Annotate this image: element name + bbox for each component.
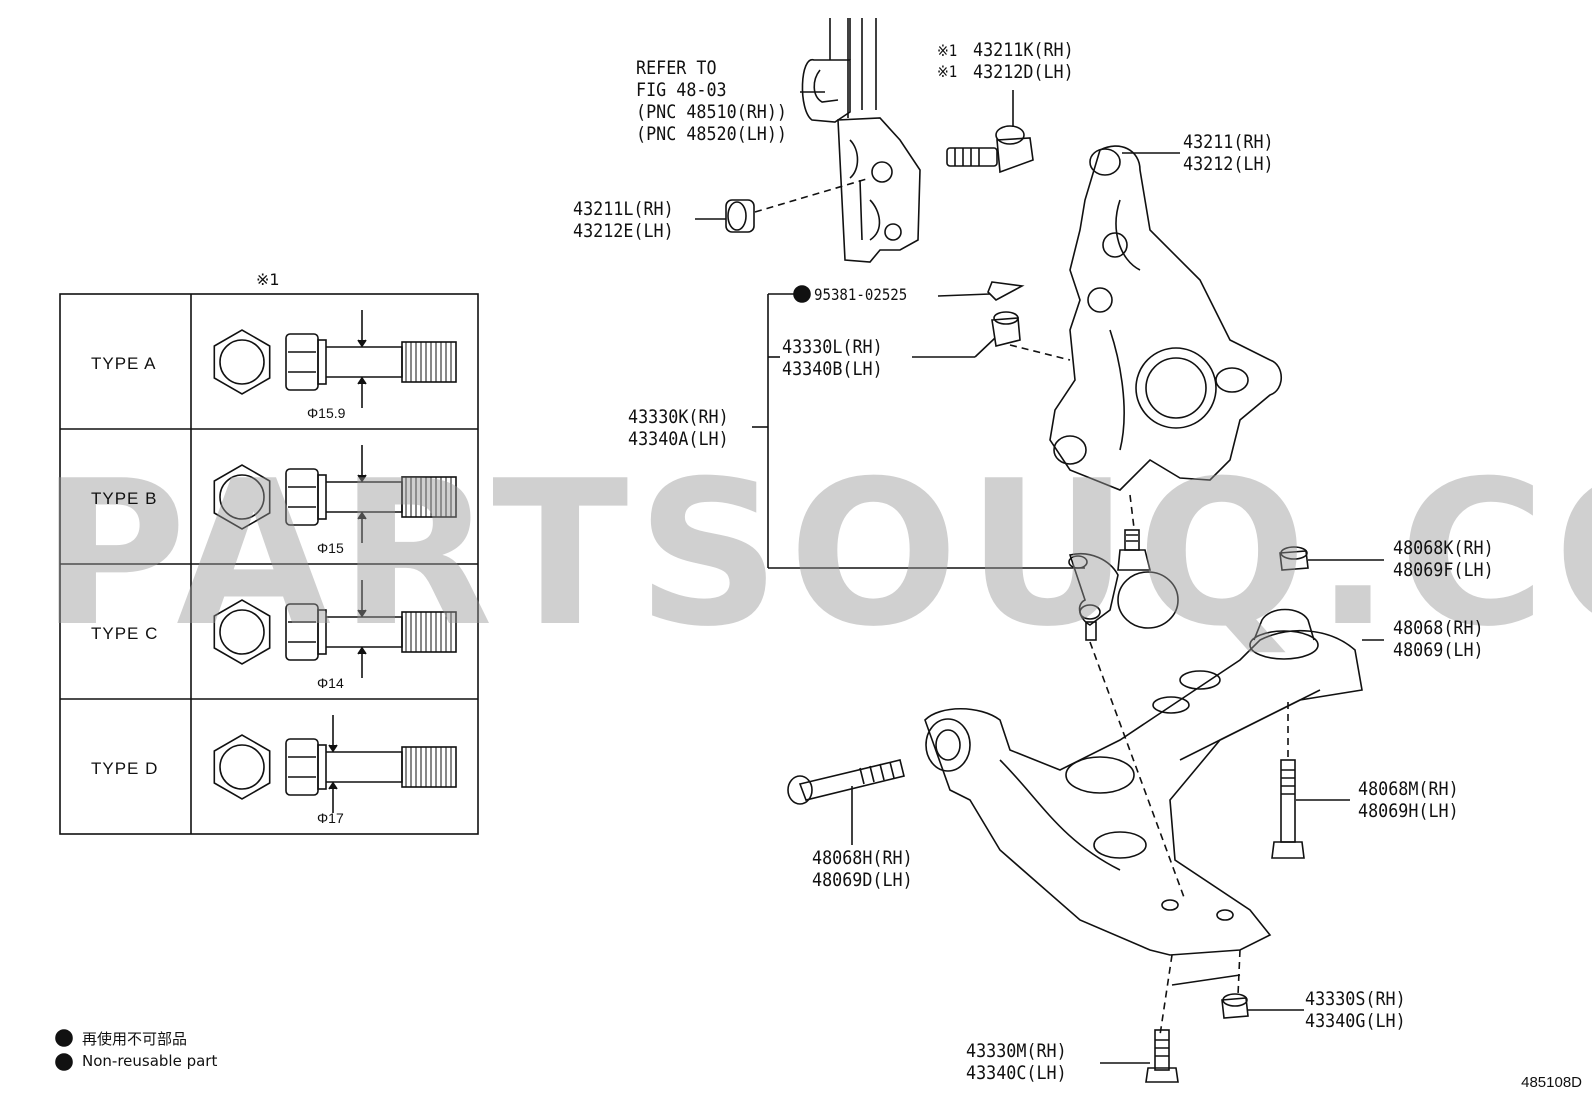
dim-head — [357, 474, 367, 483]
nut-43330s-label: 43330S(RH) 43340G(LH) — [1305, 988, 1406, 1032]
bolt-43330m-drawing — [1100, 1029, 1179, 1083]
type-b-label: TYPE B — [91, 489, 158, 508]
stud-end-hex — [213, 734, 271, 800]
figure-id: 485108D — [1521, 1074, 1582, 1091]
bolt-48068h-label: 48068H(RH) 48069D(LH) — [812, 847, 913, 891]
legend-en: Non-reusable part — [82, 1052, 218, 1070]
stud-end-hex — [213, 329, 271, 395]
bolt-43330m-label: 43330M(RH) 43340C(LH) — [966, 1040, 1067, 1084]
lower-leader-link — [1171, 974, 1241, 986]
stud-end-hex — [213, 599, 271, 665]
dim-head — [357, 609, 367, 618]
table-header-mark: ※1 — [256, 270, 280, 289]
stud-thread — [401, 746, 457, 788]
stud-head — [285, 468, 319, 526]
nut-48068k-drawing — [1279, 546, 1384, 571]
stud-shank — [326, 616, 403, 648]
stud-flange — [317, 609, 327, 655]
dim-head — [357, 376, 367, 385]
stud-flange — [317, 474, 327, 520]
ball-joint-43330k-label: 43330K(RH) 43340A(LH) — [628, 406, 729, 450]
bushing-43211l-label: 43211L(RH) 43212E(LH) — [573, 198, 674, 242]
stud-thread — [401, 476, 457, 518]
legend-dot-en — [55, 1053, 73, 1071]
bolt-top-mark: ※1 ※1 — [937, 41, 958, 81]
type-a-diameter: Φ15.9 — [307, 405, 346, 421]
stud-end-circle — [219, 609, 265, 655]
arm-48068-label: 48068(RH) 48069(LH) — [1393, 617, 1484, 661]
bolt-48068m-drawing — [1271, 702, 1350, 859]
bolt-48068m-label: 48068M(RH) 48069H(LH) — [1358, 778, 1459, 822]
type-c-diameter: Φ14 — [317, 675, 344, 691]
nut-48068k-label: 48068K(RH) 48069F(LH) — [1393, 537, 1494, 581]
cotter-pin-marker — [793, 285, 811, 303]
stud-end-hex — [213, 464, 271, 530]
bushing-43211l-drawing — [695, 177, 871, 233]
assembly-leaders — [1089, 641, 1241, 1036]
bolt-43211k-label: 43211K(RH) 43212D(LH) — [973, 39, 1074, 83]
knuckle-drawing — [1049, 145, 1283, 491]
legend-dot-jp — [55, 1029, 73, 1047]
stud-head — [285, 603, 319, 661]
dim-head — [357, 511, 367, 520]
type-c-label: TYPE C — [91, 624, 159, 643]
dim-head — [357, 646, 367, 655]
type-d-label: TYPE D — [91, 759, 159, 778]
legend-jp: 再使用不可部品 — [82, 1030, 188, 1048]
dim-head — [328, 781, 338, 790]
ball-joint-drawing — [1068, 494, 1179, 641]
refer-label: REFER TO FIG 48-03 (PNC 48510(RH)) (PNC … — [636, 57, 788, 145]
stud-shank — [326, 346, 403, 378]
stud-flange — [317, 744, 327, 790]
type-d-diameter: Φ17 — [317, 810, 344, 826]
type-b-diameter: Φ15 — [317, 540, 344, 556]
cotter-pin-label: 95381-02525 — [814, 285, 908, 304]
stud-end-circle — [219, 339, 265, 385]
knuckle-43211-label: 43211(RH) 43212(LH) — [1183, 131, 1274, 175]
strut-drawing — [801, 18, 921, 263]
stud-bolt-drawings — [213, 310, 457, 813]
lower-arm-drawing — [924, 608, 1363, 956]
type-a-label: TYPE A — [91, 354, 157, 373]
stud-shank — [326, 481, 403, 513]
nut-43330s-drawing — [1221, 993, 1304, 1019]
dim-head — [328, 744, 338, 753]
stud-end-circle — [219, 474, 265, 520]
stud-head — [285, 738, 319, 796]
stud-end-circle — [219, 744, 265, 790]
stud-thread — [401, 611, 457, 653]
bolt-48068h-drawing — [787, 759, 905, 845]
stud-flange — [317, 339, 327, 385]
bolt-43211k-drawing — [946, 90, 1034, 174]
stud-thread — [401, 341, 457, 383]
ball-joint-bracket — [752, 293, 1085, 569]
stud-head — [285, 333, 319, 391]
stud-shank — [326, 751, 403, 783]
cotter-and-nut-drawing — [912, 281, 1071, 361]
dim-head — [357, 339, 367, 348]
nut-43330l-label: 43330L(RH) 43340B(LH) — [782, 336, 883, 380]
type-table-grid — [59, 293, 479, 835]
